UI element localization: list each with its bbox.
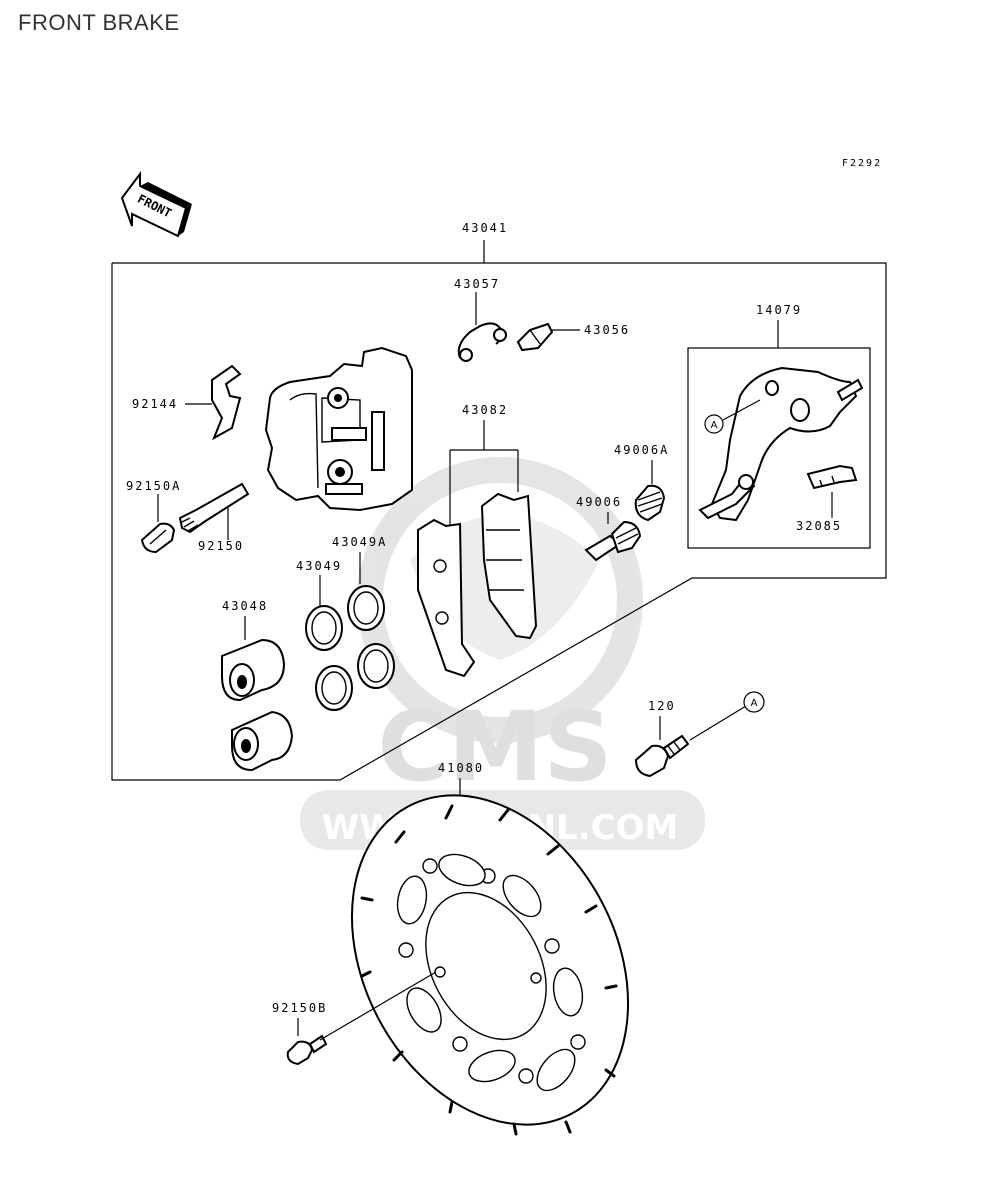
bracket-subassembly-outline xyxy=(687,320,871,549)
label-92144: 92144 xyxy=(132,397,178,411)
label-43056: 43056 xyxy=(584,323,630,337)
brake-disc xyxy=(350,778,630,1136)
watermark-brand: CMS xyxy=(377,691,612,803)
page-title: FRONT BRAKE xyxy=(18,10,180,35)
pin-plug xyxy=(140,494,176,554)
front-direction-arrow: FRONT xyxy=(120,171,192,238)
disc-bolt xyxy=(286,971,437,1066)
bracket-clip xyxy=(806,464,858,518)
figure-code: F2292 xyxy=(842,158,882,169)
label-43041: 43041 xyxy=(462,221,508,235)
label-92150a: 92150A xyxy=(126,479,181,493)
callout-a: A xyxy=(743,691,765,713)
label-92150b: 92150B xyxy=(272,1001,327,1015)
piston-seal-a xyxy=(347,552,395,689)
label-43082: 43082 xyxy=(462,403,508,417)
label-49006a: 49006A xyxy=(614,443,669,457)
label-43048: 43048 xyxy=(222,599,268,613)
caliper-bracket xyxy=(698,366,864,522)
label-43049a: 43049A xyxy=(332,535,387,549)
caliper-body xyxy=(264,346,413,512)
label-32085: 32085 xyxy=(796,519,842,533)
label-92150: 92150 xyxy=(198,539,244,553)
part-labels: 43041 43057 43056 14079 92144 43082 4900… xyxy=(126,221,842,1015)
label-41080: 41080 xyxy=(438,761,484,775)
label-14079: 14079 xyxy=(756,303,802,317)
callout-a-label: A xyxy=(751,698,758,709)
mounting-bolt xyxy=(634,705,747,778)
label-49006: 49006 xyxy=(576,495,622,509)
caliper-pin xyxy=(178,482,250,540)
dust-boot-a xyxy=(634,460,666,522)
caliper-pistons xyxy=(221,616,294,772)
brake-pads xyxy=(417,420,538,678)
bleeder-valve xyxy=(516,322,580,352)
dust-boot xyxy=(584,512,642,562)
label-43049: 43049 xyxy=(296,559,342,573)
label-120: 120 xyxy=(648,699,676,713)
label-43057: 43057 xyxy=(454,277,500,291)
dust-seal xyxy=(305,575,353,711)
bleeder-cap xyxy=(457,292,507,362)
caliper-assembly-outline xyxy=(111,240,887,781)
pad-spring xyxy=(185,364,242,441)
callout-a-bracket: A xyxy=(704,399,761,434)
callout-a-bracket-label: A xyxy=(711,420,718,431)
